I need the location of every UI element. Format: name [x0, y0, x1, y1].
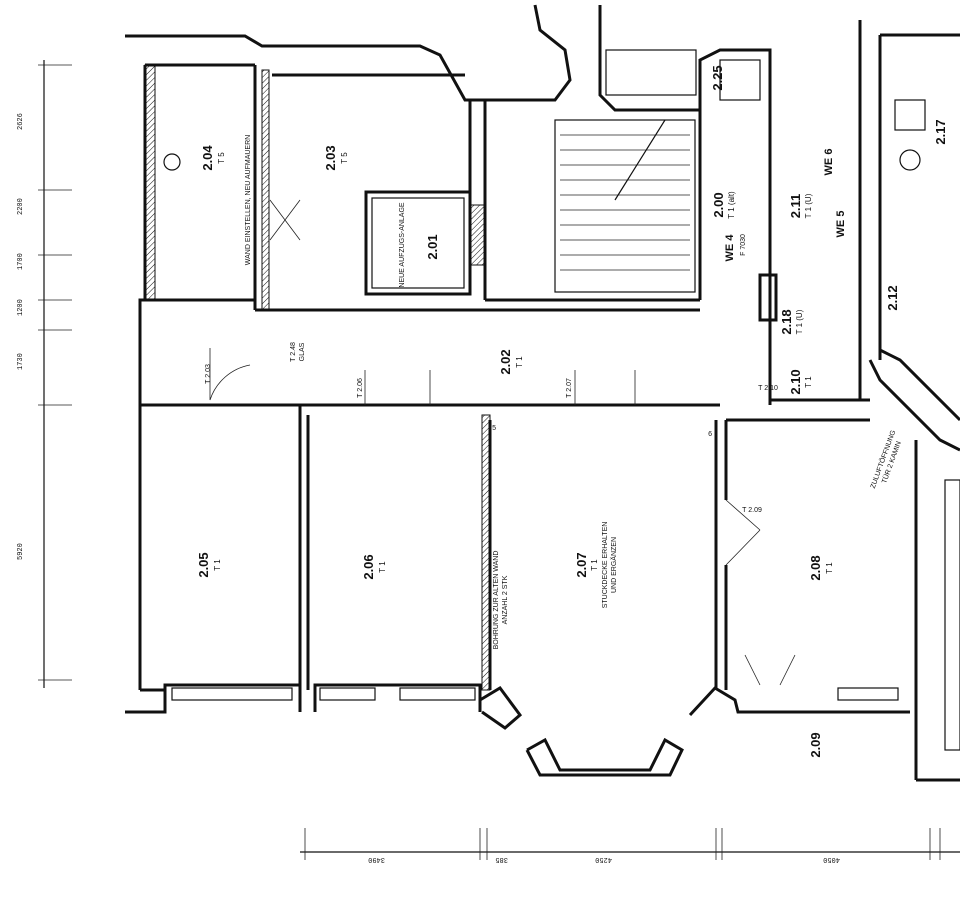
room-number: 2.10	[788, 369, 803, 394]
room-type: T 1	[590, 559, 599, 571]
dim-bottom-1: 3490	[368, 855, 385, 863]
room-label-2-07: 2.07 T 1 STUCKDECKE ERHALTEN UND ERGÄNZE…	[574, 522, 618, 609]
room-number: 2.00	[711, 192, 726, 217]
room-type: T 5	[217, 152, 226, 164]
walls	[125, 4, 960, 782]
svg-text:5: 5	[492, 425, 496, 433]
room-label-2-04: 2.04 T 5	[200, 145, 226, 171]
door-label: T 2.03	[205, 364, 212, 384]
room-number: 2.08	[808, 555, 823, 580]
room-type: T 1	[213, 559, 222, 571]
wall-annotation: BOHRUNG ZUR ALTEN WAND ANZAHL 2 STK	[493, 551, 509, 650]
room-number: 2.09	[808, 732, 823, 757]
room-note: STUCKDECKE ERHALTEN	[602, 522, 609, 609]
dim-left-5: 1730	[17, 353, 25, 370]
door-label: T 2.06	[357, 378, 364, 398]
room-number: 2.07	[574, 552, 589, 577]
wall-note-2: ANZAHL 2 STK	[502, 575, 509, 624]
room-type: T 1	[378, 561, 387, 573]
room-type: T 1 (alt)	[727, 191, 736, 219]
unit-label-we4: WE 4	[724, 234, 736, 262]
left-dimension-chain: 2626 2200 1700 1200 1730 5920	[17, 60, 72, 688]
dim-bottom-3: 4250	[595, 855, 612, 863]
room-number: 2.11	[788, 194, 803, 219]
room-number: 2.25	[710, 65, 725, 90]
door-label-t206: T 2.06	[357, 378, 364, 398]
bottom-dimension-chain: 3490 385 4250 4050	[300, 828, 960, 863]
room-label-2-12: 2.12	[885, 285, 900, 310]
room-label-2-10: 2.10 T 1	[788, 369, 813, 394]
door-label-t207: T 2.07	[566, 378, 573, 398]
room-label-2-11: 2.11 T 1 (U)	[788, 193, 813, 218]
room-type: T 1 (U)	[804, 193, 813, 218]
wall-note: BOHRUNG ZUR ALTEN WAND	[493, 551, 500, 650]
room-note-2-00: F 7030	[740, 234, 747, 256]
room-type: T 1 (U)	[795, 309, 804, 334]
room-label-2-02: 2.02 T 1	[498, 349, 524, 374]
door-label: T 2.48	[290, 342, 297, 362]
room-number: 2.03	[323, 145, 338, 170]
room-number: 2.12	[885, 285, 900, 310]
marker-5: 5	[492, 425, 496, 433]
room-note: F 7030	[740, 234, 747, 256]
room-label-2-05: 2.05 T 1	[196, 552, 222, 577]
door-label: T 2.09	[742, 507, 762, 514]
room-number: 2.18	[779, 309, 794, 334]
room-number: 2.01	[425, 234, 440, 259]
room-number: 2.04	[200, 145, 215, 171]
room-label-2-18: 2.18 T 1 (U)	[779, 309, 804, 334]
glass-label: GLAS	[299, 342, 306, 361]
room-number: 2.06	[361, 554, 376, 579]
unit-label: WE 5	[835, 211, 847, 238]
dim-left-4: 1200	[17, 299, 25, 316]
room-label-2-00: 2.00 T 1 (alt)	[711, 191, 736, 219]
unit-label: WE 4	[724, 234, 736, 262]
door-label-t209: T 2.09	[742, 507, 762, 514]
room-note: NEUE AUFZUGS-ANLAGE	[399, 202, 406, 288]
room-label-2-06: 2.06 T 1	[361, 554, 387, 579]
room-number: 2.02	[498, 349, 513, 374]
door-label-t210: T 2.10	[758, 385, 778, 392]
door-label: T 2.07	[566, 378, 573, 398]
room-type: T 1	[825, 562, 834, 574]
dim-left-6: 5920	[17, 543, 25, 560]
room-type: T 1	[804, 376, 813, 388]
room-number: 2.17	[933, 119, 948, 144]
room-note: WAND EINSTELLEN, NEU AUFMAUERN	[245, 135, 252, 265]
dim-left-1: 2626	[17, 113, 25, 130]
door-label-t203: T 2.03	[205, 364, 212, 384]
marker-6: 6	[708, 431, 712, 439]
room-label-2-01: 2.01	[425, 234, 440, 259]
svg-text:6: 6	[708, 431, 712, 439]
room-note-2-04: WAND EINSTELLEN, NEU AUFMAUERN	[245, 135, 252, 265]
dim-left-3: 1700	[17, 253, 25, 270]
unit-label-we5: WE 5	[835, 211, 847, 238]
dim-bottom-4: 4050	[823, 855, 840, 863]
unit-label-we6: WE 6	[823, 149, 835, 176]
room-type: T 1	[515, 356, 524, 368]
room-number: 2.05	[196, 552, 211, 577]
room-label-2-03: 2.03 T 5	[323, 145, 349, 170]
room-label-2-17: 2.17	[933, 119, 948, 144]
room-label-2-08: 2.08 T 1	[808, 555, 834, 580]
room-type: T 5	[340, 152, 349, 164]
dim-left-2: 2200	[17, 198, 25, 215]
room-note-2-01: NEUE AUFZUGS-ANLAGE	[399, 202, 406, 288]
room-note: UND ERGÄNZEN	[610, 537, 618, 593]
room-label-2-09: 2.09	[808, 732, 823, 757]
vent-annotation: ZULUFTÖFFNUNG TÜR 2 KAMIN	[869, 429, 903, 489]
room-label-2-25: 2.25	[710, 65, 725, 90]
dim-bottom-2: 385	[495, 855, 508, 863]
door-label: T 2.10	[758, 385, 778, 392]
unit-label: WE 6	[823, 149, 835, 176]
door-label-t248: T 2.48 GLAS	[290, 342, 306, 362]
